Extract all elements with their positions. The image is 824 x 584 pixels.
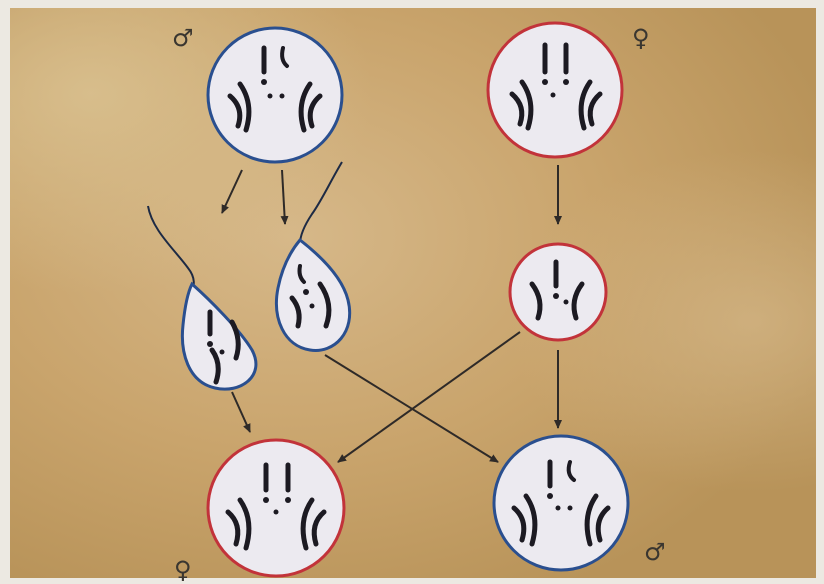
female-parent-cell bbox=[488, 23, 622, 157]
sperm-cell-y bbox=[276, 162, 349, 350]
arrow-male-to-sperm-left bbox=[222, 170, 242, 213]
male-symbol-offspring: ♂ bbox=[644, 538, 666, 566]
male-symbol-parent: ♂ bbox=[172, 24, 194, 52]
egg-cell-x bbox=[510, 244, 606, 340]
male-parent-cell bbox=[208, 28, 342, 162]
arrow-egg-to-female-offspring bbox=[338, 332, 520, 462]
arrows bbox=[222, 165, 558, 462]
female-symbol-parent: ♀ bbox=[632, 24, 650, 52]
female-offspring-cell bbox=[208, 440, 344, 576]
male-offspring-cell bbox=[494, 436, 628, 570]
female-symbol-offspring: ♀ bbox=[174, 556, 192, 584]
arrow-male-to-sperm-right bbox=[282, 170, 285, 224]
sperm-cell-x bbox=[148, 206, 256, 389]
arrow-sperm-x-to-female-offspring bbox=[232, 392, 250, 432]
